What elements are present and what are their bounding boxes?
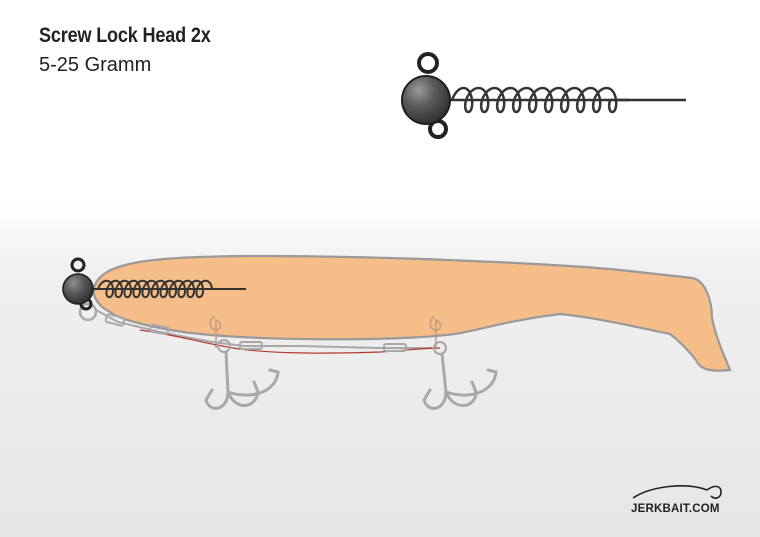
ball-head-icon: [401, 75, 451, 125]
jerkbait-fish-hook-logo-icon: [632, 485, 722, 499]
front-hook-hanger: [209, 315, 222, 348]
screw-lock-jig-head-icon: [401, 52, 686, 139]
stinger-wire: [95, 309, 432, 349]
crimp-sleeve-3: [239, 341, 263, 350]
page-title: Screw Lock Head 2x: [39, 24, 211, 47]
weight-range: 5-25 Gramm: [39, 54, 152, 76]
crimp-sleeve-1: [104, 313, 126, 327]
soft-bait-body: [92, 254, 732, 372]
bait-line-eyelet-icon: [70, 257, 86, 273]
rear-hook-hanger: [429, 315, 442, 348]
front-treble-hook-icon: [204, 350, 280, 410]
line-eyelet-icon: [417, 52, 439, 74]
screw-spiral: [450, 86, 630, 114]
rig-line: [139, 329, 441, 354]
rear-treble-hook-icon: [422, 352, 498, 410]
rigged-bait: [62, 254, 732, 410]
rear-ring-icon: [433, 341, 447, 355]
bait-jig-head-icon: [62, 273, 94, 305]
bait-screw-spiral: [97, 279, 226, 299]
split-ring-icon: [78, 302, 98, 322]
front-ring-icon: [217, 339, 231, 353]
brand-logo-text: JERKBAIT.COM: [631, 503, 720, 515]
crimp-sleeve-2: [148, 323, 170, 336]
crimp-sleeve-4: [383, 343, 407, 352]
